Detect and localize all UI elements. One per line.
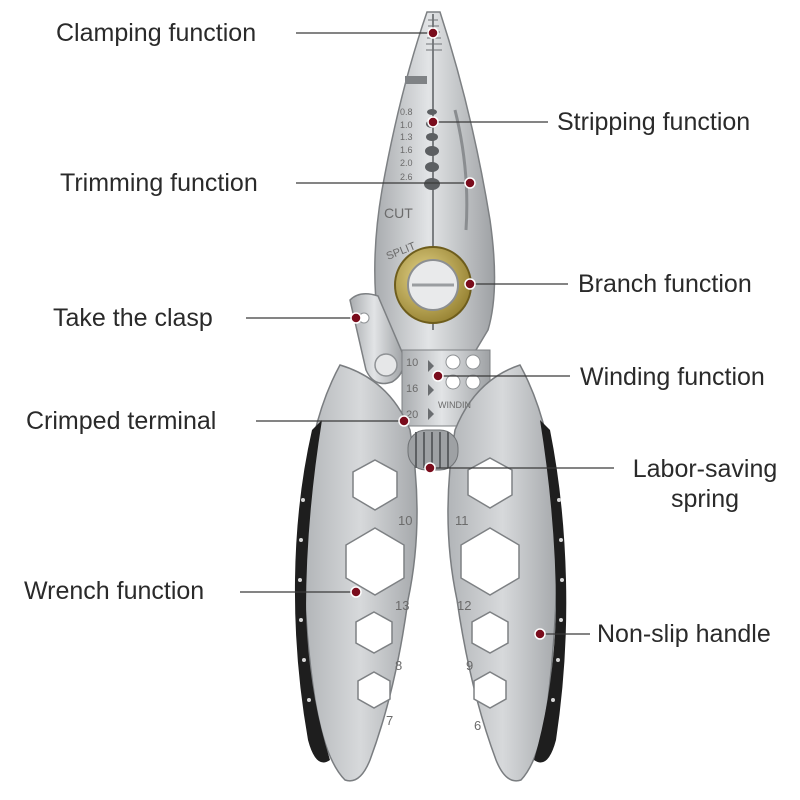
callout-markers: [350, 27, 546, 640]
engraved-cut: CUT: [384, 205, 413, 221]
jaw-insert: [405, 76, 427, 84]
marker-handle: [534, 628, 546, 640]
label-wrench: Wrench function: [24, 577, 205, 605]
label-winding: Winding function: [580, 363, 765, 391]
wrench-size: 11: [455, 513, 469, 528]
marker-clasp: [350, 312, 362, 324]
marker-crimped: [398, 415, 410, 427]
marker-clamping: [427, 27, 439, 39]
label-spring-line2: spring: [670, 485, 740, 513]
strip-size: 1.0: [400, 120, 413, 130]
spring: [407, 429, 459, 471]
strip-size: 2.6: [400, 172, 413, 182]
wrench-size: 9: [466, 658, 473, 673]
cutting-edge: [453, 109, 469, 231]
winding-holes: [445, 354, 481, 390]
label-crimped: Crimped terminal: [26, 407, 217, 435]
marker-winding: [432, 370, 444, 382]
marker-spring: [424, 462, 436, 474]
strip-size: 2.0: [400, 158, 413, 168]
marker-branch: [464, 278, 476, 290]
crimp-notches: [428, 360, 434, 420]
strip-size: 1.3: [400, 132, 413, 142]
marker-trimming: [464, 177, 476, 189]
crimp-size: 20: [406, 409, 418, 421]
right-grip: [534, 420, 567, 763]
engraved-strip-sizes: 0.8 1.0 1.3 1.6 2.0 2.6: [400, 107, 413, 182]
wrench-size: 7: [386, 713, 393, 728]
leader-lines: [240, 32, 614, 635]
engraved-winding: WINDIN: [438, 400, 471, 410]
engraved-wrench-right: 11 12 9 6: [455, 513, 481, 733]
crimp-size: 10: [406, 357, 418, 369]
marker-stripping: [427, 116, 439, 128]
wrench-size: 6: [474, 718, 481, 733]
label-branch: Branch function: [578, 270, 752, 298]
label-spring-line1: Labor-saving: [632, 455, 778, 483]
label-clamping: Clamping function: [56, 19, 257, 47]
strip-size: 1.6: [400, 145, 413, 155]
engraved-wrench-left: 10 13 8 7: [386, 513, 412, 728]
wrench-hexes: [345, 457, 520, 709]
label-clasp: Take the clasp: [53, 304, 213, 332]
strip-size: 0.8: [400, 107, 413, 117]
clasp-rivet: [374, 353, 398, 377]
left-grip: [294, 420, 330, 763]
crimp-size: 16: [406, 383, 418, 395]
marker-wrench: [350, 586, 362, 598]
wrench-size: 12: [457, 598, 471, 613]
grip-dots: [298, 498, 564, 702]
label-stripping: Stripping function: [557, 108, 751, 136]
label-trimming: Trimming function: [60, 169, 258, 197]
wrench-size: 13: [395, 598, 409, 613]
label-spring: Labor-saving spring: [620, 454, 790, 514]
label-handle: Non-slip handle: [597, 620, 771, 648]
wrench-size: 8: [395, 658, 402, 673]
engraved-crimp-sizes: 10 16 20: [406, 357, 418, 421]
wrench-size: 10: [398, 513, 412, 528]
